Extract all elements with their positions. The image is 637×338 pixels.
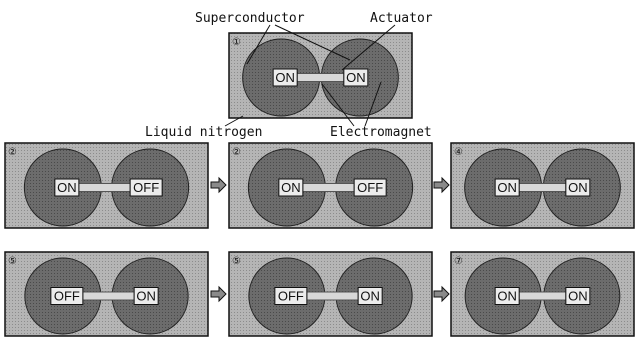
actuator-bar	[296, 73, 345, 82]
electromagnet-right-box	[565, 178, 591, 197]
electromagnet-right-box	[133, 287, 159, 305]
electromagnet-left-box	[50, 287, 84, 305]
step-number: ①	[232, 37, 241, 48]
actuator-bar	[82, 291, 135, 301]
actuator-label: Actuator	[370, 11, 433, 26]
liquid-nitrogen-label: Liquid nitrogen	[145, 125, 262, 140]
electromagnet-left-box	[494, 178, 520, 197]
step-number: ④	[454, 147, 463, 158]
superconductor-label: Superconductor	[195, 11, 305, 26]
leader-superconductor-right	[274, 24, 351, 61]
panel-4: ON ON ④	[450, 142, 635, 229]
electromagnet-right-state: ON	[568, 289, 588, 304]
electromagnet-left-box	[278, 178, 304, 197]
step-number: ⑦	[454, 256, 463, 267]
arrow-right-icon	[210, 285, 227, 303]
leader-electromagnet-right	[364, 81, 382, 127]
leader-liquid-nitrogen	[224, 115, 244, 127]
electromagnet-right-box	[357, 287, 383, 305]
actuator-bar	[302, 183, 355, 192]
panel-5: OFF ON ⑤	[4, 251, 209, 337]
electromagnet-right-state: OFF	[133, 180, 159, 195]
panel-2: ON OFF ②	[4, 142, 209, 229]
electromagnet-right-state: ON	[136, 289, 156, 304]
electromagnet-left-box	[272, 68, 298, 87]
electromagnet-right-box	[343, 68, 369, 87]
actuator-bar	[518, 183, 567, 192]
panel-1: ON ON ①	[228, 32, 413, 119]
electromagnet-right-state: ON	[360, 289, 380, 304]
arrow-right-icon	[433, 176, 450, 194]
leader-superconductor-left	[246, 24, 271, 65]
arrow-right-icon	[210, 176, 227, 194]
step-number: ⑤	[8, 256, 17, 267]
panel-6: OFF ON ⑤	[228, 251, 433, 337]
electromagnet-right-box	[353, 178, 387, 197]
actuator-bar	[306, 291, 359, 301]
electromagnet-left-state: ON	[281, 180, 301, 195]
electromagnet-label: Electromagnet	[330, 125, 432, 140]
leader-lines	[224, 24, 396, 127]
electromagnet-left-state: OFF	[54, 289, 80, 304]
panels: ON ON ① ON OFF ② ON OFF ② ON ON ④ OFF ON ⑤ OFF ON ⑤ ON ON ⑦	[4, 32, 635, 337]
panel-7: ON ON ⑦	[450, 251, 635, 337]
electromagnet-right-state: ON	[346, 70, 366, 85]
electromagnet-left-state: OFF	[278, 289, 304, 304]
electromagnet-right-state: ON	[568, 180, 588, 195]
electromagnet-left-state: ON	[497, 289, 517, 304]
step-number: ②	[8, 147, 17, 158]
leader-actuator	[341, 24, 396, 71]
electromagnet-right-state: OFF	[357, 180, 383, 195]
electromagnet-left-state: ON	[57, 180, 77, 195]
arrow-right-icon	[433, 285, 450, 303]
electromagnet-left-state: ON	[497, 180, 517, 195]
actuator-bar	[78, 183, 131, 192]
panel-3: ON OFF ②	[228, 142, 433, 229]
step-number: ②	[232, 147, 241, 158]
arrows	[210, 176, 450, 303]
electromagnet-right-box	[565, 287, 591, 305]
step-number: ⑤	[232, 256, 241, 267]
electromagnet-right-box	[129, 178, 163, 197]
electromagnet-left-box	[274, 287, 308, 305]
electromagnet-left-state: ON	[275, 70, 295, 85]
actuator-bar	[518, 291, 567, 301]
electromagnet-left-box	[54, 178, 80, 197]
electromagnet-left-box	[494, 287, 520, 305]
leader-electromagnet-left	[321, 83, 355, 127]
